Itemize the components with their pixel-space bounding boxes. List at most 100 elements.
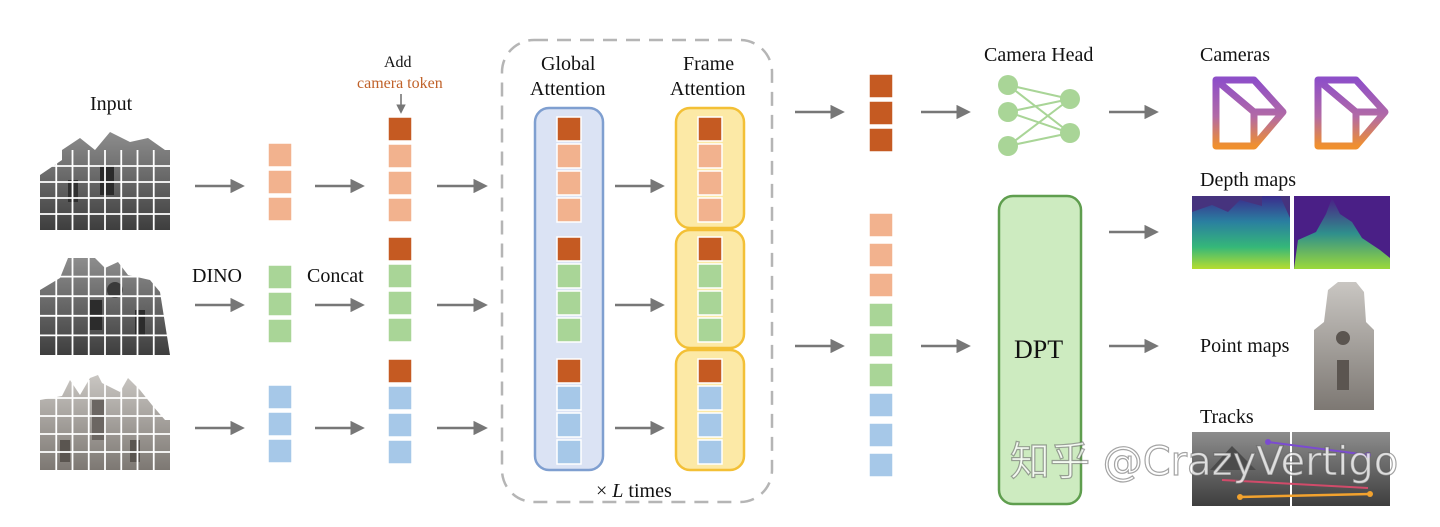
global-attn-token-frame1-4 <box>556 197 582 223</box>
token-columns <box>267 116 413 465</box>
input-label: Input <box>90 93 133 115</box>
depth-map-2 <box>1294 196 1390 269</box>
frame-attn-token-frame3-2 <box>697 385 723 411</box>
dino-token-frame2-1 <box>267 264 293 290</box>
camera-token-label: camera token <box>357 75 443 92</box>
global-attn-token-frame1-1 <box>556 116 582 142</box>
dino-token-frame1-3 <box>267 196 293 222</box>
camera-frustum-icon-2 <box>1314 76 1389 150</box>
frame-attn-token-frame2-3 <box>697 290 723 316</box>
dpt-label: DPT <box>1014 335 1063 364</box>
concat-token-frame3-1 <box>387 358 413 384</box>
alternating-attention-block <box>500 38 774 504</box>
tracks-label: Tracks <box>1200 406 1254 428</box>
concat-token-frame3-3 <box>387 412 413 438</box>
global-attn-token-frame2-3 <box>556 290 582 316</box>
dino-token-frame1-2 <box>267 169 293 195</box>
mlp-node-in-3 <box>998 136 1018 156</box>
global-attention-label-line1: Global <box>541 53 596 75</box>
output-patch-token-2 <box>868 242 894 268</box>
depth-map-1 <box>1192 196 1290 269</box>
camera-frustum-icon-1 <box>1212 76 1287 150</box>
camera-head-mlp-icon <box>998 75 1080 156</box>
output-patch-token-4 <box>868 302 894 328</box>
patch-grid-lines <box>40 150 170 470</box>
depth-maps-label: Depth maps <box>1200 169 1296 191</box>
global-attn-token-frame3-4 <box>556 439 582 465</box>
concat-token-frame2-4 <box>387 317 413 343</box>
frame-attn-token-frame1-4 <box>697 197 723 223</box>
output-patch-token-6 <box>868 362 894 388</box>
output-patch-token-7 <box>868 392 894 418</box>
global-attention-box <box>533 106 605 472</box>
mlp-node-out-2 <box>1060 123 1080 143</box>
mlp-edge-1-0 <box>1007 98 1071 113</box>
attention-tokens <box>556 116 723 465</box>
dpt-block <box>997 194 1083 506</box>
mlp-node-in-2 <box>998 102 1018 122</box>
frame-attn-token-frame2-2 <box>697 263 723 289</box>
global-attn-token-frame3-2 <box>556 385 582 411</box>
mlp-node-out-1 <box>1060 89 1080 109</box>
cameras-label: Cameras <box>1200 44 1270 66</box>
frame-attn-token-frame2-1 <box>697 236 723 262</box>
concat-token-frame1-4 <box>387 197 413 223</box>
output-patch-token-1 <box>868 212 894 238</box>
output-patch-token-3 <box>868 272 894 298</box>
frame-attention-label-line2: Attention <box>670 78 746 100</box>
point-map-image <box>1314 282 1374 410</box>
global-attn-token-frame3-3 <box>556 412 582 438</box>
times-suffix: times <box>623 480 672 502</box>
point-maps-label: Point maps <box>1200 335 1290 357</box>
concat-token-frame3-4 <box>387 439 413 465</box>
output-camera-token-2 <box>868 100 894 126</box>
output-patch-token-8 <box>868 422 894 448</box>
mlp-edge-2-0 <box>1007 98 1071 147</box>
dino-token-frame3-2 <box>267 411 293 437</box>
watermark: 知乎 @CrazyVertigo <box>1010 439 1398 485</box>
frame-attn-token-frame1-2 <box>697 143 723 169</box>
frame-attn-token-frame2-4 <box>697 317 723 343</box>
flow-arrows <box>195 104 1159 436</box>
dino-token-frame3-1 <box>267 384 293 410</box>
mlp-node-in-1 <box>998 75 1018 95</box>
frame-attn-token-frame3-4 <box>697 439 723 465</box>
global-attn-token-frame2-4 <box>556 317 582 343</box>
dino-token-frame3-3 <box>267 438 293 464</box>
output-patch-token-9 <box>868 452 894 478</box>
times-prefix: × <box>596 480 612 502</box>
mlp-edge-0-0 <box>1007 84 1071 100</box>
concat-token-frame2-2 <box>387 263 413 289</box>
output-patch-token-5 <box>868 332 894 358</box>
add-label: Add <box>384 54 412 71</box>
times-label: × L times <box>596 480 672 502</box>
camera-head-label: Camera Head <box>984 44 1093 66</box>
frame-attn-token-frame3-1 <box>697 358 723 384</box>
output-tokens <box>868 73 894 478</box>
concat-token-frame3-2 <box>387 385 413 411</box>
concat-token-frame1-2 <box>387 143 413 169</box>
global-attn-token-frame2-2 <box>556 263 582 289</box>
frame-attn-token-frame1-3 <box>697 170 723 196</box>
tracks-image <box>1192 432 1390 506</box>
global-attn-token-frame2-1 <box>556 236 582 262</box>
concat-token-frame2-1 <box>387 236 413 262</box>
output-camera-token-1 <box>868 73 894 99</box>
frame-attn-token-frame1-1 <box>697 116 723 142</box>
concat-token-frame1-1 <box>387 116 413 142</box>
global-attn-token-frame1-2 <box>556 143 582 169</box>
dino-token-frame1-1 <box>267 142 293 168</box>
times-var: L <box>611 480 623 502</box>
frame-attention-label-line1: Frame <box>683 53 734 75</box>
concat-token-frame1-3 <box>387 170 413 196</box>
concat-label: Concat <box>307 265 364 287</box>
concat-token-frame2-3 <box>387 290 413 316</box>
global-attn-token-frame1-3 <box>556 170 582 196</box>
dino-token-frame2-3 <box>267 318 293 344</box>
frame-attention-box-2 <box>674 228 746 350</box>
mlp-edge-2-1 <box>1007 132 1071 147</box>
mlp-edge-0-1 <box>1007 84 1071 134</box>
global-attention-label-line2: Attention <box>530 78 606 100</box>
dino-token-frame2-2 <box>267 291 293 317</box>
